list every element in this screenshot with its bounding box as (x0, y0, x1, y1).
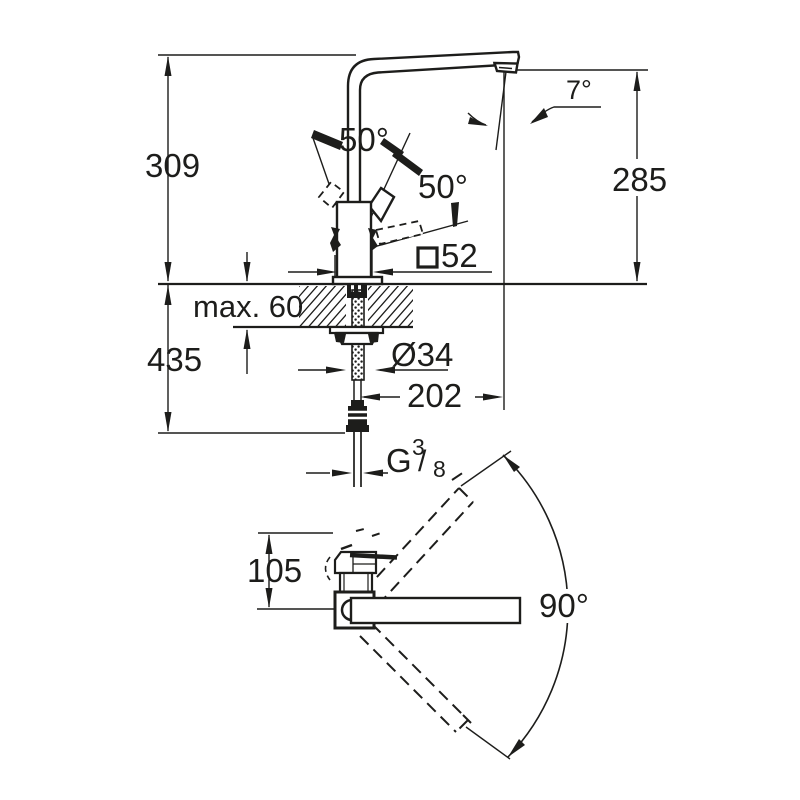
arrowhead (503, 455, 520, 472)
base-flange (331, 275, 384, 286)
arrowhead (483, 393, 503, 401)
dim-309-label: 309 (145, 147, 200, 184)
dashed-handle-left (317, 180, 346, 210)
dim-52-label: 52 (441, 237, 478, 274)
dim-435-label: 435 (147, 341, 202, 378)
faucet-body (335, 200, 373, 280)
shank-slot (351, 285, 354, 292)
thread-slash: / (418, 445, 427, 478)
arrowhead (243, 262, 251, 282)
hose-connector-base (346, 425, 369, 432)
top-view-labels: 105 90° (247, 552, 595, 624)
lever-mark (340, 543, 353, 551)
swivel-dashed-spouts (359, 471, 474, 733)
dim-285-label: 285 (612, 161, 667, 198)
arrowhead (243, 329, 251, 349)
cartridge-pin-left (330, 227, 341, 252)
swivel-extension-bottom (465, 726, 511, 760)
arrowhead (326, 366, 346, 374)
arrowhead (265, 534, 273, 554)
arrowheads (164, 56, 641, 477)
lever-swing-dashes (324, 556, 331, 581)
dim-105-label: 105 (247, 552, 302, 589)
shank-slot (358, 285, 361, 292)
angle-arc-stroke (392, 150, 423, 176)
thread-numerator: 3 (412, 434, 425, 460)
dim-7deg-label: 7° (566, 75, 592, 105)
lever-bar (349, 552, 398, 560)
mounting-hardware (328, 284, 385, 487)
arrowhead (468, 117, 488, 126)
body-top (338, 571, 374, 595)
dimension-lines (158, 54, 648, 474)
hose-connector-top (351, 400, 364, 406)
angle-arc-stroke (311, 130, 343, 150)
lever-dash-marks (355, 527, 382, 537)
square-symbol (416, 246, 439, 269)
spout-outer-edge (346, 50, 521, 202)
thread-denominator: 8 (433, 456, 446, 482)
body-detail-lines (343, 573, 369, 593)
spout-bar (349, 596, 522, 625)
nut-shadow (368, 333, 379, 343)
dashed-spout-up (363, 471, 474, 606)
dim-50deg-right-label: 50° (418, 168, 468, 205)
label-mask (533, 589, 595, 623)
spout-inner-edge (358, 63, 496, 202)
faucet (317, 50, 521, 286)
dim-202-label: 202 (407, 377, 462, 414)
dashed-handle-right (374, 219, 425, 246)
dashed-spout-down (359, 623, 472, 733)
side-view-labels: 309 435 285 7° 50° 50° 52 max. 60 Ø34 20… (145, 75, 667, 482)
arrowhead (360, 393, 380, 401)
arrowhead (164, 56, 172, 76)
dim-max60-label: max. 60 (193, 289, 303, 324)
swivel-extension-top (460, 450, 512, 487)
nozzle-lip (498, 66, 513, 70)
thread-letter: G (386, 442, 412, 479)
arrowhead (530, 108, 548, 124)
arrowhead (508, 739, 525, 757)
supply-tube (353, 380, 362, 401)
angle-arc-stroke (451, 202, 459, 227)
arrowhead (363, 469, 383, 477)
supply-hose (353, 432, 362, 487)
arrowhead (375, 366, 395, 374)
arrowhead (373, 268, 393, 276)
arrowhead (164, 412, 172, 432)
side-view: 309 435 285 7° 50° 50° 52 max. 60 Ø34 20… (145, 50, 667, 487)
nut-shadow (334, 333, 346, 343)
arrowhead (265, 588, 273, 608)
dim-34-label: Ø34 (391, 336, 453, 373)
arrowhead (164, 285, 172, 305)
arrowhead (164, 262, 172, 282)
connector-ridges (348, 410, 367, 420)
dim-90deg-label: 90° (539, 587, 589, 624)
arrowhead (633, 71, 641, 91)
dim-50deg-left-label: 50° (339, 121, 389, 158)
top-view-faucet (324, 527, 522, 630)
handle-lever (367, 186, 396, 224)
arrowhead (332, 469, 352, 477)
cartridge-pin-right (368, 228, 378, 252)
arrowhead (633, 262, 641, 282)
top-view: 105 90° (247, 450, 595, 760)
arrowhead (317, 268, 337, 276)
spout-7deg-line (495, 63, 508, 151)
hose-connector-body (348, 406, 367, 426)
